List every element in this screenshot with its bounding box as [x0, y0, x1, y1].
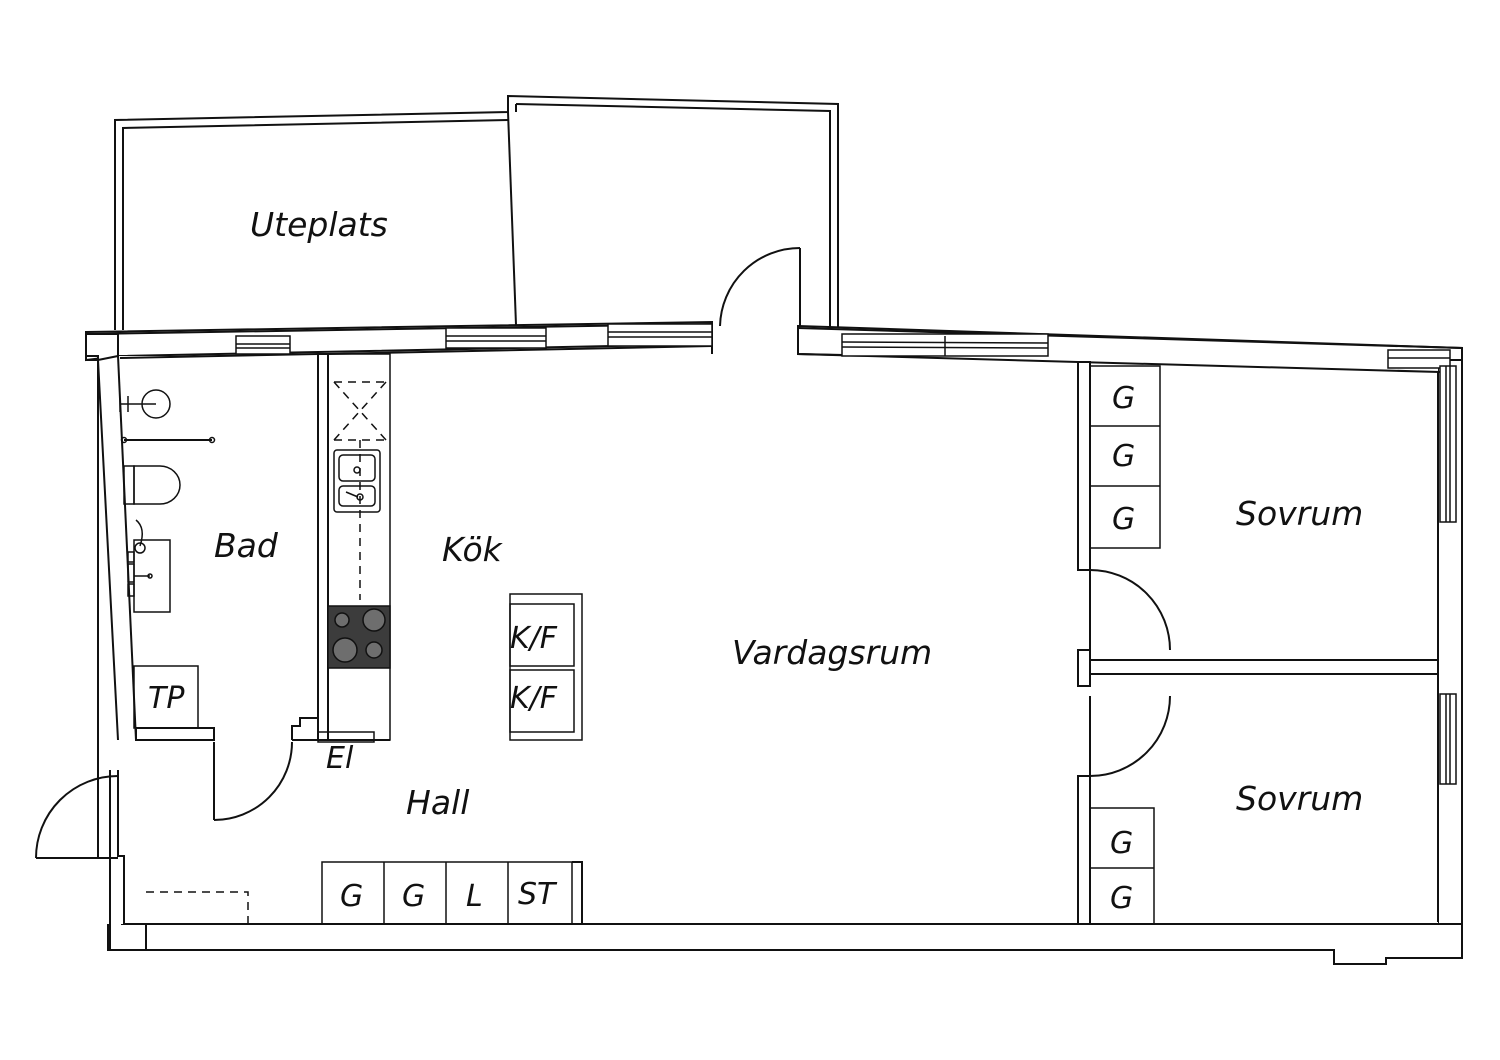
window-sovrum-1: [1439, 365, 1457, 523]
room-label-vardagsrum: Vardagsrum: [732, 633, 932, 672]
shower-icon: [119, 389, 216, 444]
kitchen-counter: [327, 353, 391, 741]
room-label-hall: Hall: [406, 783, 469, 822]
wardrobe-label: G: [1110, 826, 1133, 861]
wardrobes-hall: [321, 861, 573, 925]
washing-machine-box: [133, 665, 199, 729]
window-bad: [235, 335, 291, 355]
doors: [35, 247, 1171, 859]
room-label-sovrum-1: Sovrum: [1236, 494, 1363, 533]
wardrobe-labels: G G G G G G G L ST: [340, 381, 1135, 916]
wardrobe-label: G: [1110, 881, 1133, 916]
window-kok-2: [607, 323, 713, 347]
washbasin-icon: [127, 519, 171, 613]
wardrobe-label: L: [466, 879, 483, 914]
fixture-label-el: El: [326, 741, 354, 776]
kitchen-cabinet: [333, 381, 387, 441]
wardrobe-label: G: [340, 879, 363, 914]
fridge-freezer-units: [509, 593, 583, 741]
wardrobe-label: G: [1112, 381, 1135, 416]
room-label-uteplats: Uteplats: [250, 205, 388, 244]
stove-icon: [327, 605, 391, 669]
left-wall: [85, 334, 1334, 951]
fixture-label-kf-2: K/F: [510, 681, 558, 716]
fixture-labels: TP El K/F K/F: [148, 621, 558, 776]
fixture-label-kf-1: K/F: [510, 621, 558, 656]
wardrobe-label: G: [1112, 439, 1135, 474]
door-sovrum-2[interactable]: [1089, 695, 1171, 777]
room-label-kok: Kök: [442, 530, 504, 569]
wardrobes-sovrum-2: [1089, 807, 1155, 925]
window-kok: [445, 327, 547, 349]
window-vardagsrum: [841, 333, 1049, 357]
interior-walls: [135, 353, 1439, 925]
wardrobes-sovrum-1: [1089, 365, 1161, 549]
door-bad[interactable]: [213, 741, 293, 821]
door-entry[interactable]: [35, 775, 119, 859]
door-sovrum-1[interactable]: [1089, 569, 1171, 651]
fixture-label-tp: TP: [148, 681, 185, 716]
toilet-icon: [123, 465, 181, 505]
window-sovrum-2: [1439, 693, 1457, 785]
wardrobe-label: ST: [518, 877, 558, 912]
room-label-bad: Bad: [214, 526, 279, 565]
sink-icon: [333, 449, 381, 513]
door-patio[interactable]: [719, 247, 801, 327]
bathroom-fixtures: [119, 389, 216, 729]
room-label-sovrum-2: Sovrum: [1236, 779, 1363, 818]
hall-shelf: [146, 891, 249, 924]
window-sovrum-top: [1387, 349, 1451, 369]
patio-outline: [114, 94, 839, 330]
el-cabinet: [317, 731, 375, 743]
wardrobe-label: G: [1112, 502, 1135, 537]
windows: [235, 323, 1457, 785]
room-labels: Uteplats Bad Kök Vardagsrum Hall Sovrum …: [214, 205, 1363, 822]
wardrobe-label: G: [402, 879, 425, 914]
